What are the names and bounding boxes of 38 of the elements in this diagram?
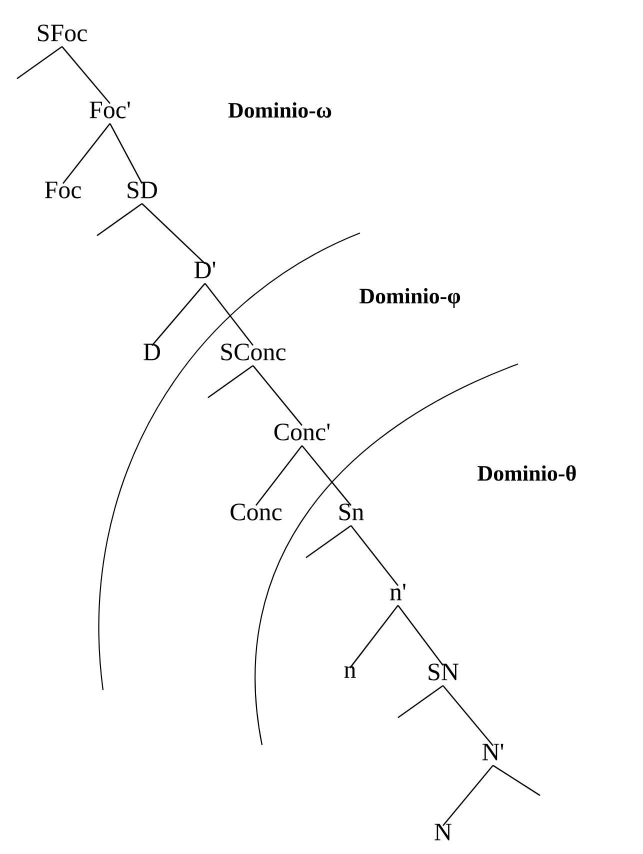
- branch-line: [16, 46, 62, 80]
- domain-label: Dominio-θ: [478, 465, 576, 481]
- branch-line: [62, 123, 111, 184]
- branch-line: [204, 283, 254, 346]
- branch-line: [398, 685, 444, 718]
- branch-line: [350, 525, 399, 586]
- tree-label: D': [194, 262, 216, 278]
- tree-label: Foc: [44, 182, 81, 198]
- branch-line: [442, 764, 494, 826]
- tree-label: Conc: [230, 504, 282, 520]
- branch-line: [62, 46, 110, 104]
- tree-label: Conc': [274, 424, 330, 440]
- branch-line: [306, 525, 352, 558]
- tree-label: D: [144, 344, 160, 360]
- tree-label: SN: [428, 664, 458, 680]
- tree-label: N: [434, 824, 452, 840]
- branch-line: [252, 365, 302, 426]
- tree-label: SD: [128, 182, 157, 198]
- tree-label: Foc': [90, 102, 130, 118]
- tree-label: SConc: [221, 344, 286, 360]
- tree-label: Sn: [339, 504, 364, 520]
- branch-line: [96, 203, 142, 236]
- branch-line: [142, 203, 206, 264]
- domain-label: Dominio-ω: [228, 102, 332, 118]
- domain-label: Dominio-φ: [360, 288, 460, 308]
- tree-label: N': [482, 744, 504, 760]
- tree-label: SFoc: [38, 24, 87, 42]
- branch-line: [208, 365, 254, 398]
- branch-line: [302, 445, 352, 506]
- branch-line: [109, 123, 143, 184]
- branch-line: [255, 445, 303, 506]
- branch-line: [349, 605, 399, 668]
- tree-label: n': [390, 584, 406, 600]
- tree-label: n: [344, 666, 356, 678]
- branch-line: [152, 283, 206, 346]
- branch-line: [397, 605, 444, 666]
- branch-line: [442, 685, 494, 746]
- branch-line: [492, 764, 540, 796]
